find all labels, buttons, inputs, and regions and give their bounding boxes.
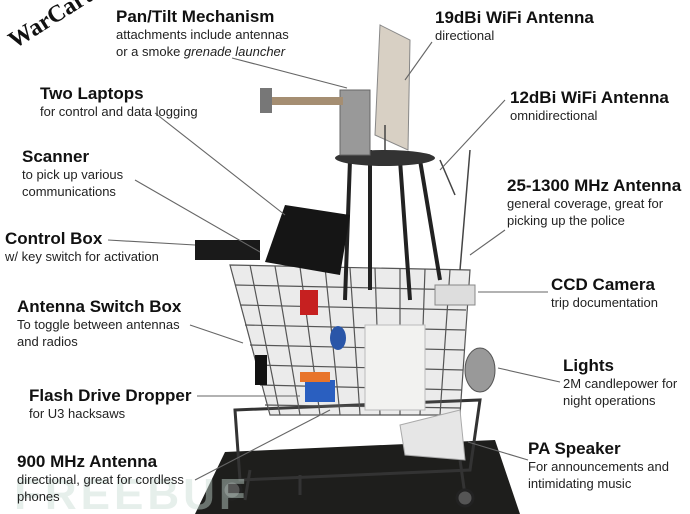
label-title: 900 MHz Antenna	[17, 452, 158, 471]
label-900mhz-antenna: 900 MHz Antenna directional, great for c…	[17, 452, 184, 505]
label-desc: for control and data logging	[40, 104, 198, 119]
label-desc: for U3 hacksaws	[29, 406, 126, 421]
label-desc: trip documentation	[551, 295, 658, 310]
label-two-laptops: Two Laptops for control and data logging	[40, 84, 198, 121]
label-title: Scanner	[22, 147, 90, 166]
label-25-1300mhz-antenna: 25-1300 MHz Antenna general coverage, gr…	[507, 176, 681, 229]
floor-mat	[195, 440, 520, 514]
label-scanner: Scanner to pick up various communication…	[22, 147, 123, 200]
cart-basket	[229, 264, 471, 416]
label-desc: intimidating music	[528, 475, 632, 491]
label-desc: picking up the police	[507, 212, 625, 228]
label-19dbi-antenna: 19dBi WiFi Antenna directional	[435, 8, 594, 45]
label-title: 12dBi WiFi Antenna	[510, 88, 669, 107]
flash-drive-dropper	[305, 380, 335, 402]
label-pan-tilt: Pan/Tilt Mechanism attachments include a…	[116, 7, 289, 60]
label-title: CCD Camera	[551, 275, 655, 294]
label-flash-drive-dropper: Flash Drive Dropper for U3 hacksaws	[29, 386, 192, 423]
antenna-900mhz-panel	[364, 324, 426, 411]
antennas	[384, 125, 471, 271]
label-title: Lights	[563, 356, 614, 375]
label-title: 19dBi WiFi Antenna	[435, 8, 594, 27]
pan-tilt-tip	[260, 88, 272, 113]
control-box	[195, 240, 260, 260]
watermark: FREEBUF	[14, 470, 250, 514]
label-desc: general coverage, great for	[507, 196, 664, 211]
label-title: Pan/Tilt Mechanism	[116, 7, 275, 26]
label-desc: night operations	[563, 392, 656, 408]
label-lights: Lights 2M candlepower for night operatio…	[563, 356, 677, 409]
label-control-box: Control Box w/ key switch for activation	[5, 229, 159, 266]
label-desc: To toggle between antennas	[17, 317, 180, 332]
antenna-switch-box	[255, 355, 267, 385]
lights	[464, 347, 496, 393]
label-title: Antenna Switch Box	[17, 297, 182, 316]
leader-lines	[107, 41, 561, 481]
label-desc: phones	[17, 488, 60, 504]
label-title: Flash Drive Dropper	[29, 386, 192, 405]
label-desc-italic: grenade launcher	[183, 43, 286, 59]
label-desc: w/ key switch for activation	[5, 249, 159, 264]
label-desc: directional, great for cordless	[17, 472, 184, 487]
label-antenna-switch-box: Antenna Switch Box To toggle between ant…	[17, 297, 181, 350]
pan-tilt-arm	[268, 97, 343, 105]
label-title: 25-1300 MHz Antenna	[507, 176, 682, 195]
label-title: Two Laptops	[40, 84, 144, 103]
laptop	[265, 205, 350, 275]
wifi-19dbi-panel	[374, 24, 411, 151]
label-pa-speaker: PA Speaker For announcements and intimid…	[528, 439, 669, 492]
label-ccd-camera: CCD Camera trip documentation	[551, 275, 658, 312]
label-12dbi-antenna: 12dBi WiFi Antenna omnidirectional	[510, 88, 669, 125]
label-desc: to pick up various	[22, 167, 124, 182]
wheel	[455, 488, 475, 508]
pa-speaker	[399, 409, 466, 461]
wheel	[221, 479, 243, 501]
label-title: PA Speaker	[528, 439, 621, 458]
label-title: Control Box	[5, 229, 103, 248]
label-desc: directional	[435, 28, 495, 43]
label-desc: omnidirectional	[510, 108, 598, 123]
label-desc: communications	[22, 183, 116, 199]
label-desc: or a smoke grenade launcher	[116, 44, 289, 61]
ccd-camera	[434, 284, 476, 306]
pan-tilt-unit	[339, 89, 371, 156]
label-desc: 2M candlepower for	[563, 376, 678, 391]
label-desc: and radios	[17, 333, 78, 349]
label-desc: For announcements and	[528, 459, 669, 474]
label-desc-part: or a smoke	[116, 43, 184, 59]
label-desc: attachments include antennas	[116, 27, 289, 42]
